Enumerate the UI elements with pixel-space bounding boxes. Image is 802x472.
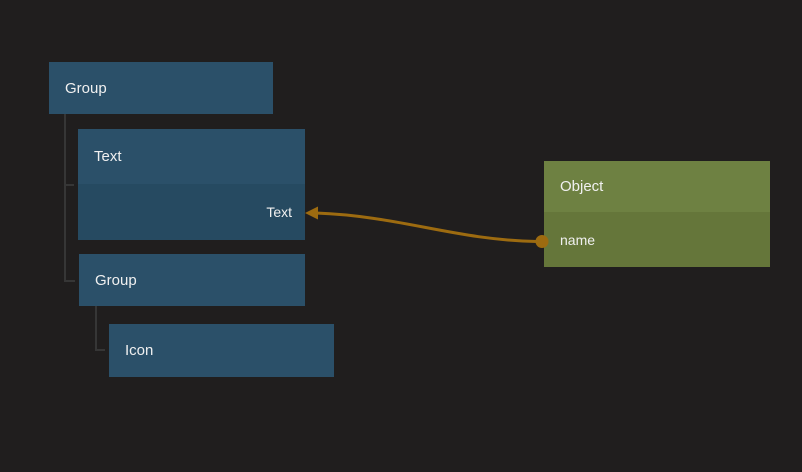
- tree-node-group-2[interactable]: Group: [79, 254, 305, 306]
- tree-node-text[interactable]: Text Text: [78, 129, 305, 240]
- node-title: Group: [95, 271, 137, 289]
- tree-connector-group1-to-group2: [64, 114, 75, 282]
- tree-connector-group2-to-icon: [95, 306, 105, 351]
- node-title: Text: [94, 148, 122, 165]
- link-arrowhead-icon: [305, 206, 318, 220]
- object-node[interactable]: Object name: [544, 161, 770, 267]
- binding-link-curve[interactable]: [315, 211, 538, 243]
- node-title: Group: [65, 79, 107, 97]
- input-port-label: Text: [266, 204, 292, 220]
- tree-node-icon[interactable]: Icon: [109, 324, 334, 377]
- node-title: Object: [560, 178, 604, 195]
- output-port-label: name: [560, 231, 596, 248]
- tree-node-group-1[interactable]: Group: [49, 62, 273, 114]
- object-node-name-row[interactable]: name: [544, 212, 770, 267]
- object-node-header[interactable]: Object: [544, 161, 770, 212]
- node-text-header[interactable]: Text: [78, 129, 305, 184]
- node-title: Icon: [125, 342, 154, 359]
- node-text-input-row[interactable]: Text: [78, 184, 305, 240]
